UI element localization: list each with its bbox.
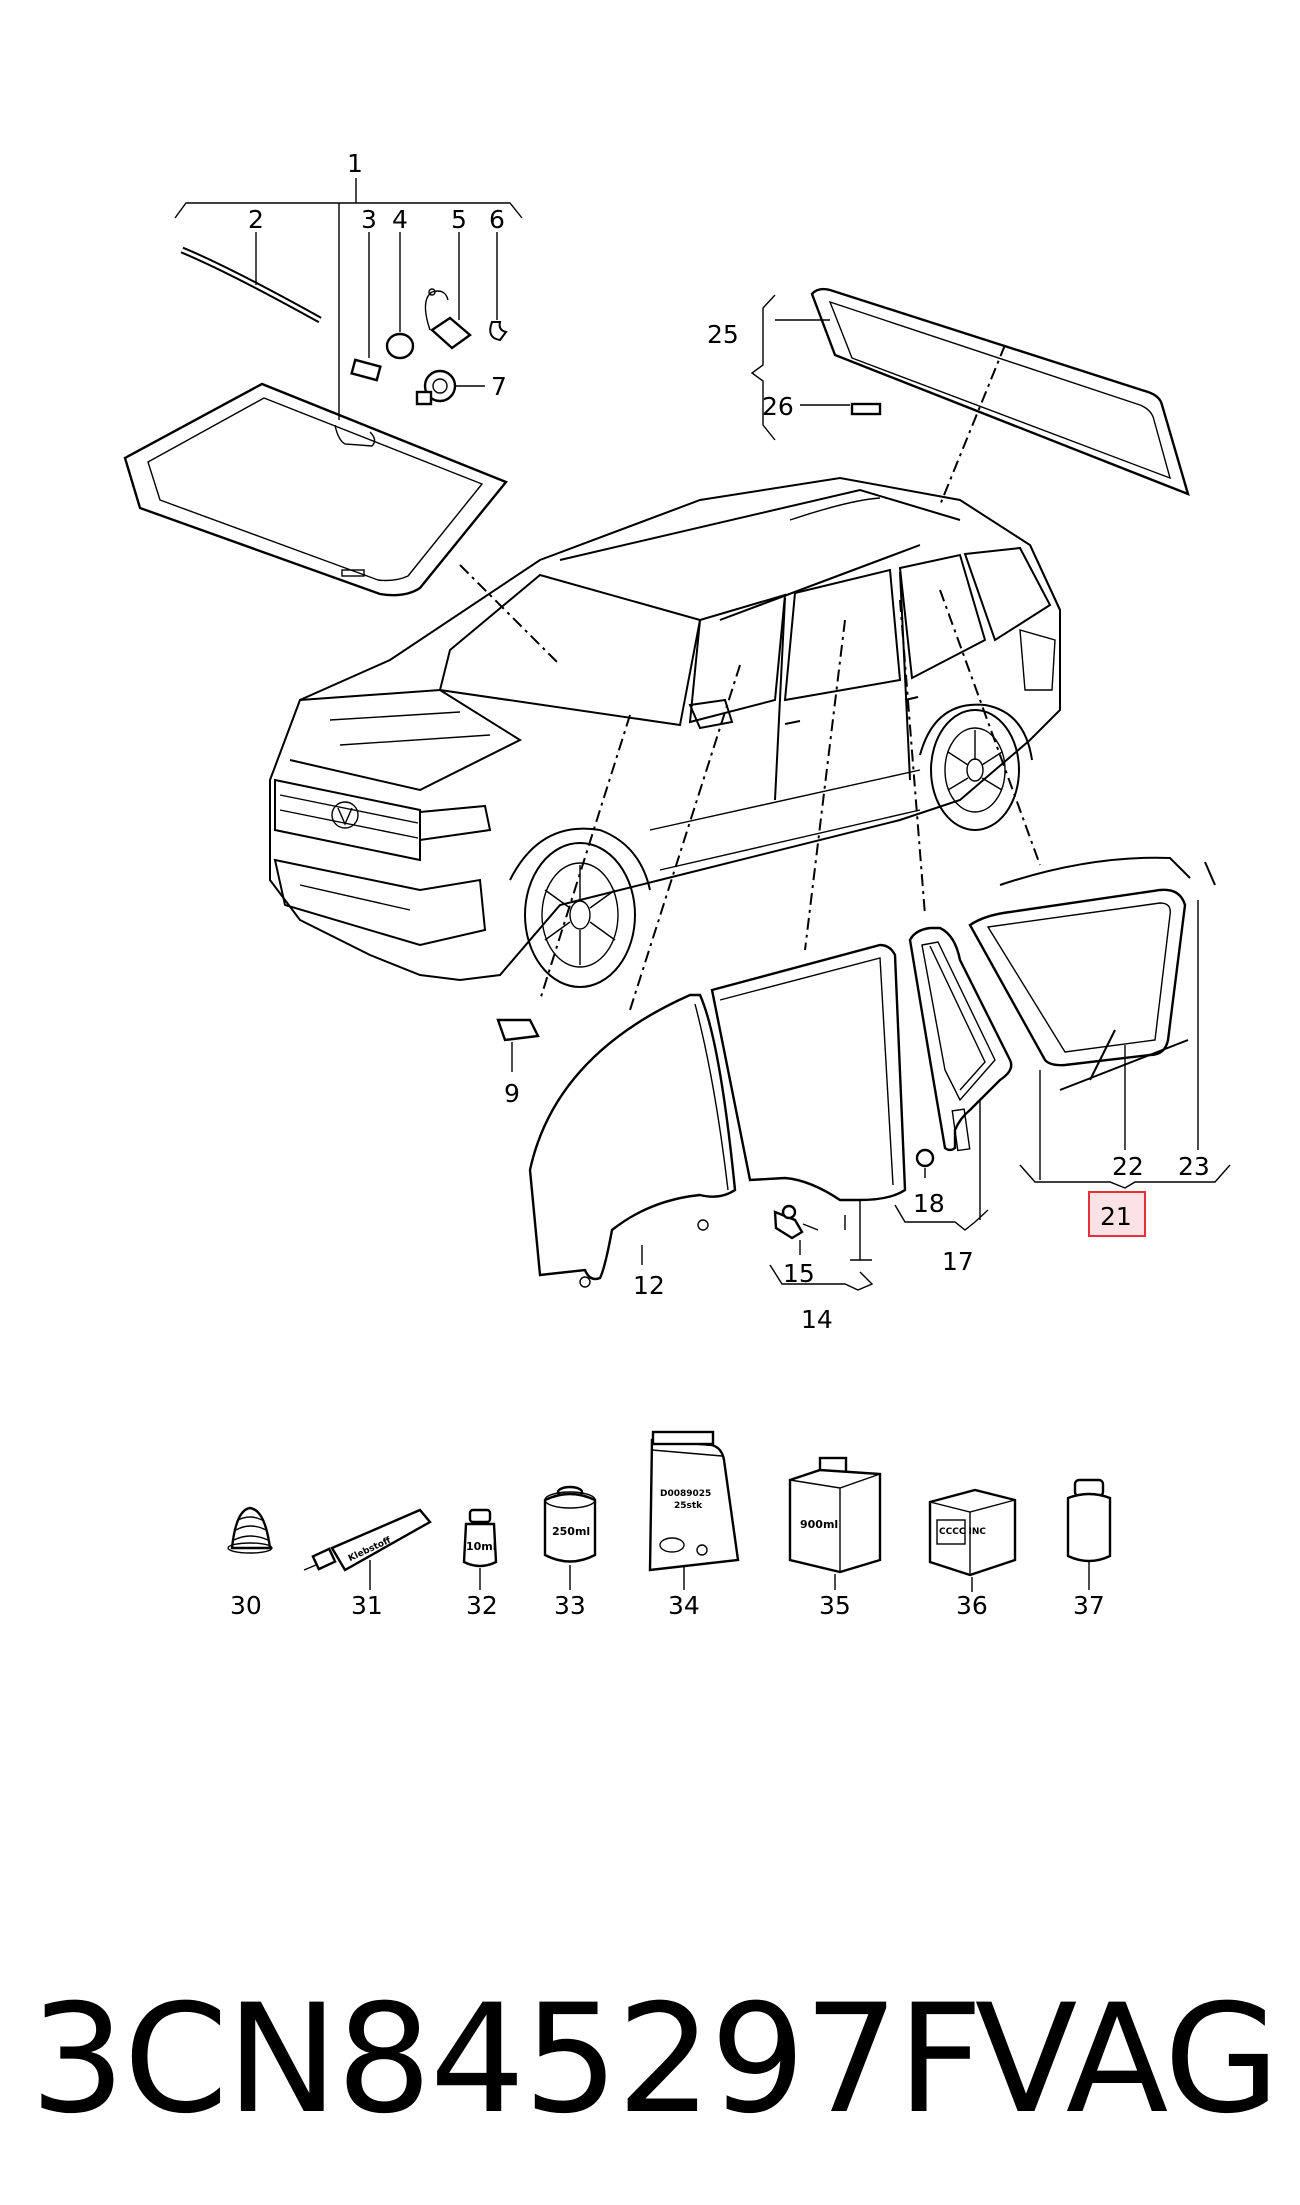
label-21: 21 [1100, 1202, 1132, 1231]
part-4-round-pad: 4 [385, 205, 415, 360]
label-4: 4 [392, 205, 408, 234]
part-37-bottle: 37 [1066, 1478, 1112, 1620]
label-15: 15 [783, 1259, 815, 1288]
label-3: 3 [361, 205, 377, 234]
part-12-front-door-glass: 12 [528, 993, 737, 1300]
brand-name: VAG [974, 1973, 1280, 2147]
rear-window: 26 25 [707, 287, 1190, 506]
label-9: 9 [504, 1079, 520, 1108]
leader-lines [539, 589, 1041, 1011]
label-30: 30 [230, 1591, 262, 1620]
part-32-small-bottle: 10ml 32 [462, 1508, 498, 1620]
part-31-adhesive-tube: Klebstoff 31 [303, 1508, 432, 1620]
label-36: 36 [956, 1591, 988, 1620]
bottle32-text: 10ml [466, 1540, 497, 1553]
label-22: 22 [1112, 1152, 1144, 1181]
label-26: 26 [762, 392, 794, 421]
label-5: 5 [451, 205, 467, 234]
parts-diagram: 1 2 3 4 5 6 7 [123, 149, 1231, 1620]
car-illustration [269, 476, 1061, 988]
part-33-can: 250ml 33 [543, 1485, 597, 1620]
label-37: 37 [1073, 1591, 1105, 1620]
part-14-rear-door-glass [710, 943, 907, 1261]
box36-text: CCCC INC [939, 1527, 986, 1537]
part-18-screw: 18 [913, 1148, 945, 1218]
part-15-fastener: 15 14 [769, 1204, 874, 1334]
part-21-highlight[interactable]: 21 [1088, 1191, 1146, 1237]
box35-text: 900ml [800, 1518, 838, 1531]
label-25: 25 [707, 320, 739, 349]
highlight-box [1088, 1191, 1146, 1237]
group-1-bracket: 1 [174, 149, 523, 219]
label-34: 34 [668, 1591, 700, 1620]
part-36-box: CCCC INC 36 [928, 1488, 1017, 1620]
bag34-text-1: D0089025 [660, 1489, 711, 1499]
label-14: 14 [801, 1305, 833, 1334]
part-number: 3CN845297F [30, 1973, 983, 2147]
part-7-camera: 7 [415, 369, 507, 406]
windscreen [123, 203, 561, 666]
part-5-sensor: 5 [424, 205, 472, 350]
label-17: 17 [942, 1247, 974, 1276]
part-30-tape-roll: 30 [227, 1506, 273, 1620]
label-12: 12 [633, 1271, 665, 1300]
label-1: 1 [347, 149, 363, 178]
part-9-block: 9 [496, 1018, 540, 1108]
label-2: 2 [248, 205, 264, 234]
part-17-quarter-frame: 17 [894, 926, 1013, 1276]
part-6-bracket: 6 [489, 205, 508, 342]
part-3-clip: 3 [350, 205, 382, 382]
part-34-bag: D0089025 25stk 34 [648, 1430, 740, 1620]
part-2-trim-strip: 2 [180, 205, 322, 324]
label-35: 35 [819, 1591, 851, 1620]
can33-text: 250ml [552, 1525, 590, 1538]
part-21-rear-quarter-glass: 22 23 [968, 856, 1231, 1189]
part-35-container: 900ml 35 [788, 1456, 882, 1620]
label-7: 7 [491, 372, 507, 401]
label-6: 6 [489, 205, 505, 234]
label-32: 32 [466, 1591, 498, 1620]
label-18: 18 [913, 1189, 945, 1218]
label-31: 31 [351, 1591, 383, 1620]
bag34-text-2: 25stk [674, 1501, 703, 1511]
label-33: 33 [554, 1591, 586, 1620]
label-23: 23 [1178, 1152, 1210, 1181]
footer: 3CN845297F VAG [0, 1960, 1300, 2160]
